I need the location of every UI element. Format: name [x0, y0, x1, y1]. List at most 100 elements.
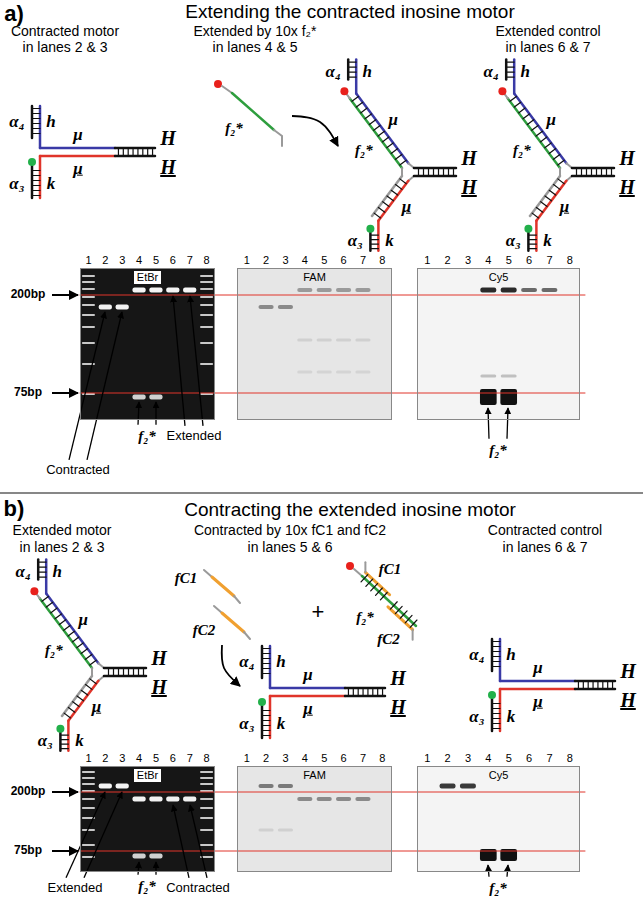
h-strand	[499, 639, 502, 681]
fc2-strand	[388, 607, 413, 630]
lane-number: 4	[302, 254, 308, 266]
base-pair	[492, 713, 500, 714]
caption: in lanes 6 & 7	[503, 540, 588, 555]
strand-label: fC2	[193, 622, 216, 639]
leader-arrow	[155, 402, 156, 425]
gel-band	[149, 395, 162, 400]
gel-image	[80, 766, 215, 872]
gel-panel: Cy5	[417, 766, 580, 872]
base-pair	[492, 723, 500, 724]
caption: Contracted motor	[11, 24, 119, 39]
partner-strand	[372, 176, 402, 216]
gel-band	[480, 375, 496, 378]
base-pair	[86, 685, 92, 690]
base-pair	[32, 190, 40, 191]
base-pair	[68, 631, 74, 636]
lane-number: 6	[341, 254, 347, 266]
base-pair	[60, 748, 68, 749]
band-label: f₂*	[489, 880, 507, 897]
base-pair	[588, 681, 589, 689]
domain-label: μ	[73, 126, 82, 145]
lane-number: 7	[187, 752, 193, 764]
base-pair	[391, 149, 397, 154]
caption: in lanes 4 & 5	[213, 40, 298, 55]
h-strand	[269, 646, 272, 688]
base-pair	[528, 234, 536, 235]
mu-strand	[500, 688, 575, 691]
base-pair	[262, 668, 270, 669]
base-pair	[558, 179, 564, 184]
strand-label: fC1	[175, 570, 198, 587]
gel-band	[200, 783, 213, 785]
base-pair	[492, 646, 500, 647]
base-pair	[55, 614, 61, 619]
gel-panel: EtBr	[80, 766, 215, 872]
lane-number: 8	[567, 254, 573, 266]
f2-strand	[40, 598, 92, 668]
lane-number: 5	[321, 752, 327, 764]
gel-image	[417, 766, 580, 872]
lane-number: 4	[485, 254, 491, 266]
domain-label: α₃	[469, 708, 484, 727]
H-strand	[345, 695, 385, 698]
base-pair	[391, 190, 397, 195]
size-marker: 75bp	[14, 386, 42, 399]
H-strand	[104, 675, 146, 678]
base-pair	[378, 131, 384, 136]
domain-label: h	[362, 62, 371, 81]
size-marker: 200bp	[11, 785, 46, 798]
base-pair	[596, 168, 597, 176]
domain-label: α₃	[506, 231, 521, 250]
base-pair	[262, 658, 270, 659]
linker	[274, 130, 282, 146]
strand-label: f₂*	[356, 609, 374, 626]
domain-label: H	[390, 667, 406, 689]
gel-band	[82, 844, 95, 846]
domain-label: α₄	[9, 113, 24, 132]
base-pair	[60, 739, 68, 740]
fam-dye	[488, 691, 496, 699]
gel-band	[82, 326, 95, 328]
gel-band	[278, 784, 293, 788]
base-pair	[38, 576, 46, 577]
base-pair	[64, 713, 70, 718]
base-pair	[506, 76, 514, 77]
base-pair	[81, 649, 87, 654]
band-label: f₂*	[489, 442, 507, 459]
base-pair	[348, 688, 349, 696]
base-pair	[418, 168, 419, 176]
base-pair	[38, 561, 46, 562]
base-pair	[366, 579, 373, 586]
base-pair	[348, 66, 356, 67]
leader-arrow	[173, 296, 185, 426]
base-pair	[400, 179, 406, 184]
lane-number: 7	[187, 254, 193, 266]
H-strand	[104, 667, 146, 670]
gel-band	[166, 288, 179, 293]
base-pair	[576, 168, 577, 176]
base-pair	[32, 180, 40, 181]
base-pair	[352, 97, 358, 102]
base-pair	[395, 155, 401, 160]
panel-divider	[0, 492, 643, 493]
stain-label: Cy5	[486, 271, 512, 284]
gel-band	[336, 371, 351, 374]
gel-band	[132, 854, 145, 859]
fam-dye	[524, 225, 532, 233]
base-pair	[32, 133, 40, 134]
gel-band	[200, 326, 213, 328]
lane-number: 8	[204, 254, 210, 266]
base-pair	[453, 168, 454, 176]
domain-label: μ	[546, 110, 555, 129]
base-pair	[72, 637, 78, 642]
gel-band	[116, 305, 129, 310]
base-pair	[262, 735, 270, 736]
k-strand	[535, 221, 538, 251]
gel-band	[355, 339, 370, 342]
base-pair	[371, 584, 378, 591]
base-pair	[549, 149, 555, 154]
base-pair	[581, 168, 582, 176]
lane-number: 5	[153, 254, 159, 266]
H-strand	[345, 687, 385, 690]
base-pair	[262, 653, 270, 654]
